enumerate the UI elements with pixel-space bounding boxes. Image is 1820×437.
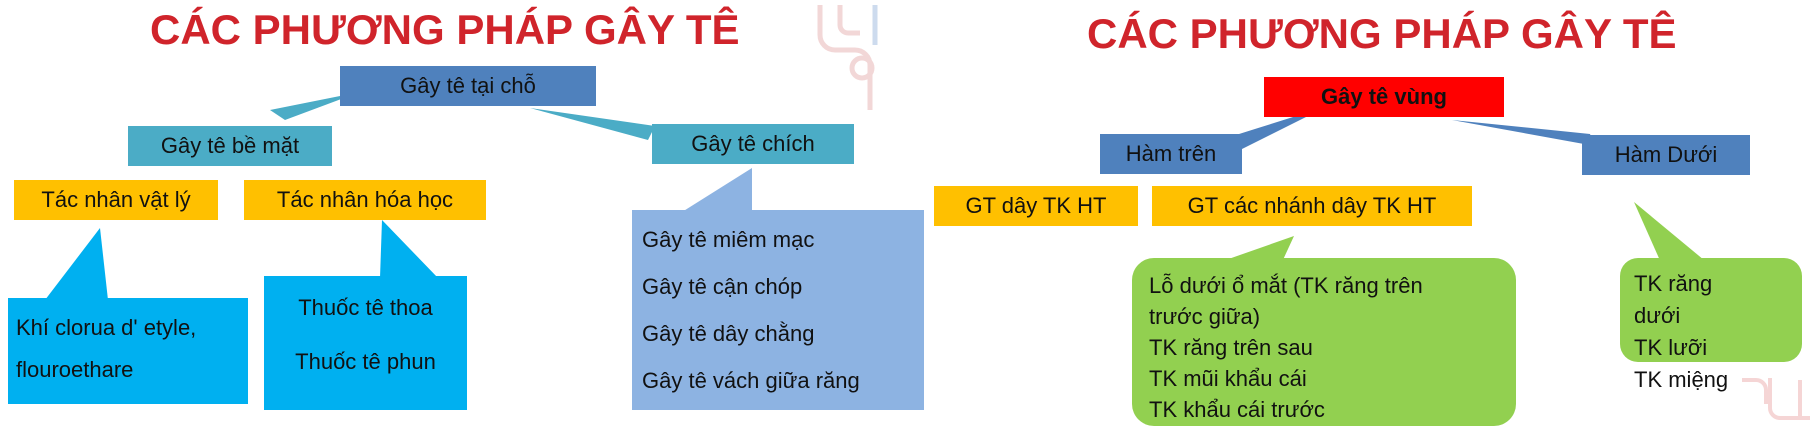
connector-root-to-surface: [270, 92, 360, 120]
node-injection-anesthesia: Gây tê chích: [652, 124, 854, 164]
callout-tail-branches: [1220, 236, 1294, 262]
branch-nerve: Lỗ dưới ổ mắt (TK răng trên: [1149, 273, 1423, 298]
physical-example: Khí clorua d' etyle,: [16, 315, 197, 340]
node-branch-block: GT các nhánh dây TK HT: [1152, 186, 1472, 226]
callout-upper-branch-nerves: Lỗ dưới ổ mắt (TK răng trên trước giữa) …: [1132, 258, 1516, 426]
injection-type: Gây tê cận chóp: [642, 273, 803, 299]
injection-type: Gây tê vách giữa răng: [642, 367, 860, 393]
callout-chemical-examples: Thuốc tê thoa Thuốc tê phun: [264, 276, 467, 410]
callout-injection-types: Gây tê miêm mạc Gây tê cận chóp Gây tê d…: [632, 210, 924, 410]
node-chemical-agent: Tác nhân hóa học: [244, 180, 486, 220]
corner-watermark-logo: [1742, 378, 1810, 420]
lower-nerve: TK lưỡi: [1634, 335, 1708, 360]
node-physical-agent: Tác nhân vật lý: [14, 180, 218, 220]
connector-root-to-lower-jaw: [1452, 120, 1595, 146]
watermark-logo: [817, 5, 878, 110]
node-surface-anesthesia: Gây tê bề mặt: [128, 126, 332, 166]
branch-nerve: TK răng trên sau: [1149, 335, 1313, 360]
callout-physical-examples: Khí clorua d' etyle, flouroethare: [8, 298, 248, 404]
physical-example: flouroethare: [16, 356, 134, 382]
node-upper-jaw: Hàm trên: [1100, 134, 1242, 174]
branch-nerve: TK khẩu cái trước: [1149, 397, 1325, 422]
lower-nerve: dưới: [1634, 303, 1681, 328]
callout-tail-lower: [1634, 202, 1710, 265]
callout-lower-nerves: [1620, 258, 1802, 362]
callout-tail-chemical: [380, 220, 438, 278]
right-title: CÁC PHƯƠNG PHÁP GÂY TÊ: [1087, 10, 1677, 57]
branch-nerve: trước giữa): [1149, 304, 1261, 329]
lower-nerve: TK miệng: [1634, 367, 1729, 392]
connector-root-to-upper-jaw: [1220, 106, 1328, 150]
injection-type: Gây tê dây chằng: [642, 320, 815, 346]
left-title: CÁC PHƯƠNG PHÁP GÂY TÊ: [150, 6, 740, 53]
node-local-anesthesia: Gây tê tại chỗ: [340, 66, 596, 106]
right-connectors: [1220, 106, 1710, 265]
callout-tail-injection: [682, 168, 752, 212]
connector-root-to-injection: [530, 108, 655, 140]
chemical-example: Thuốc tê phun: [295, 348, 436, 374]
injection-type: Gây tê miêm mạc: [642, 227, 815, 252]
left-connectors: [45, 92, 752, 300]
branch-nerve: TK mũi khẩu cái: [1149, 366, 1307, 391]
lower-nerve: TK răng: [1634, 271, 1713, 296]
right-diagram: CÁC PHƯƠNG PHÁP GÂY TÊ Gây tê vùng Hàm t…: [910, 0, 1820, 437]
node-trunk-block: GT dây TK HT: [934, 186, 1138, 226]
callout-tail-physical: [45, 228, 108, 300]
left-diagram: CÁC PHƯƠNG PHÁP GÂY TÊ Gây tê tại chỗ Gâ…: [8, 5, 924, 410]
lower-nerve-list: TK răng dưới TK lưỡi TK miệng: [1634, 268, 1784, 396]
node-lower-jaw: Hàm Dưới: [1582, 135, 1750, 175]
node-regional-anesthesia: Gây tê vùng: [1264, 77, 1504, 117]
chemical-example: Thuốc tê thoa: [298, 295, 433, 320]
